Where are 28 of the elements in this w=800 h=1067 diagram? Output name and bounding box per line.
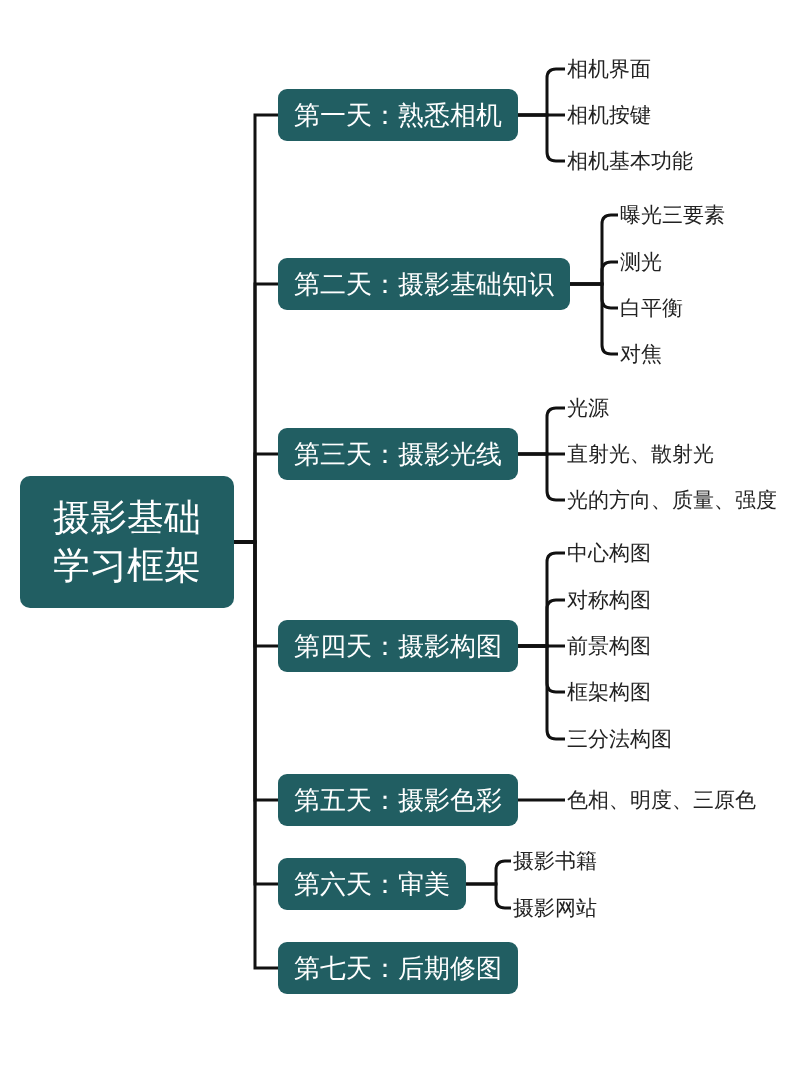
connector-line	[518, 798, 565, 802]
subtopic-text: 曝光三要素	[620, 201, 725, 229]
topic-box: 第四天：摄影构图	[278, 620, 518, 672]
subtopic-text: 三分法构图	[567, 725, 672, 753]
subtopic-text: 色相、明度、三原色	[567, 786, 756, 814]
subtopic-text: 中心构图	[567, 539, 651, 567]
topic-box: 第三天：摄影光线	[278, 428, 518, 480]
subtopic-text: 前景构图	[567, 632, 651, 660]
subtopic-text: 相机界面	[567, 55, 651, 83]
topic-box: 第七天：后期修图	[278, 942, 518, 994]
subtopic-text: 测光	[620, 248, 662, 276]
subtopic-text: 摄影网站	[513, 894, 597, 922]
central-topic-box: 摄影基础学习框架	[20, 476, 234, 608]
topic-box: 第一天：熟悉相机	[278, 89, 518, 141]
subtopic-text: 对焦	[620, 340, 662, 368]
subtopic-text: 对称构图	[567, 586, 651, 614]
subtopic-text: 摄影书籍	[513, 847, 597, 875]
topic-box: 第六天：审美	[278, 858, 466, 910]
subtopic-text: 相机基本功能	[567, 147, 693, 175]
subtopic-text: 框架构图	[567, 678, 651, 706]
connector-line	[234, 540, 278, 970]
topic-box: 第五天：摄影色彩	[278, 774, 518, 826]
subtopic-text: 光的方向、质量、强度	[567, 486, 777, 514]
topic-box: 第二天：摄影基础知识	[278, 258, 570, 310]
subtopic-text: 白平衡	[620, 294, 683, 322]
subtopic-text: 相机按键	[567, 101, 651, 129]
subtopic-text: 直射光、散射光	[567, 440, 714, 468]
subtopic-text: 光源	[567, 394, 609, 422]
